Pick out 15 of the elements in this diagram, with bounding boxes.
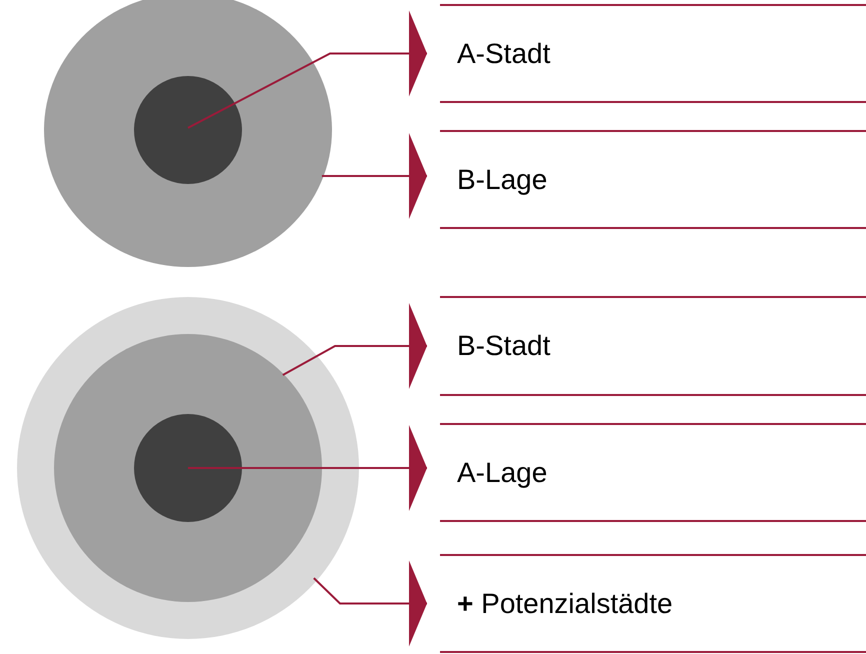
category-label: + Potenzialstädte — [457, 588, 673, 620]
leader-line — [313, 560, 427, 646]
label-panel — [440, 296, 866, 396]
category-label: A-Lage — [457, 456, 548, 488]
category-label: A-Stadt — [457, 38, 550, 70]
label-panel — [440, 423, 866, 522]
category-label: B-Stadt — [457, 330, 550, 362]
leader-line — [188, 10, 427, 129]
label-panel — [440, 554, 866, 653]
leader-line — [282, 303, 427, 389]
category-label: B-Lage — [457, 164, 548, 196]
label-panel — [440, 130, 866, 229]
leader-line — [322, 133, 427, 220]
label-panel — [440, 4, 866, 103]
leader-line — [188, 425, 427, 511]
